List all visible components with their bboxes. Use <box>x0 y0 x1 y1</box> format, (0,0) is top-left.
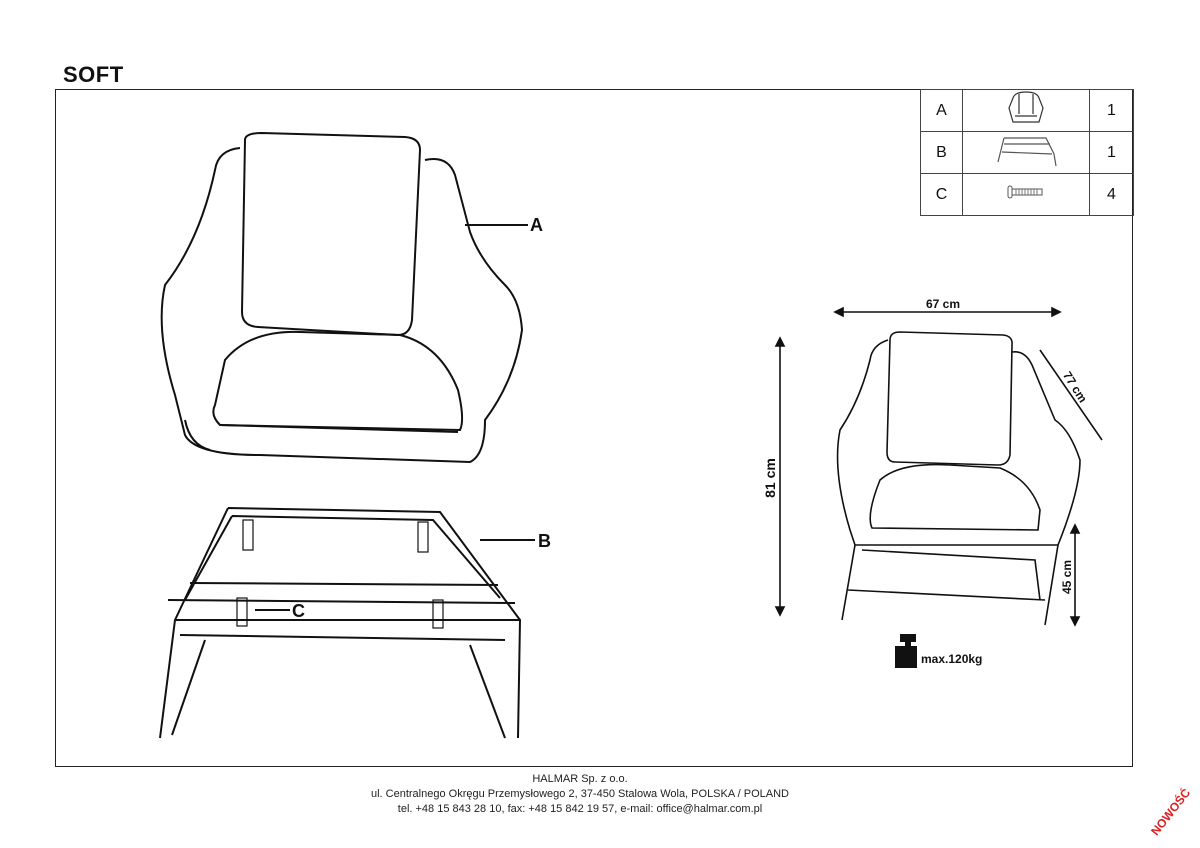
max-load-label: max.120kg <box>921 652 983 666</box>
part-qty: 4 <box>1089 173 1134 216</box>
width-dimension: 67 cm <box>926 297 961 311</box>
armchair-shell-icon <box>962 89 1090 132</box>
label-b: B <box>538 531 551 551</box>
chair-shell-a <box>160 131 528 464</box>
parts-row: C 4 <box>920 173 1134 216</box>
screw-icon <box>962 173 1090 216</box>
label-a: A <box>530 215 543 235</box>
footer-contact: tel. +48 15 843 28 10, fax: +48 15 842 1… <box>397 803 763 815</box>
drawing-frame <box>55 89 1133 767</box>
chair-dimension-view <box>774 306 1103 627</box>
footer-company: HALMAR Sp. z o.o. <box>532 773 628 785</box>
product-title: SOFT <box>63 62 124 87</box>
weight-icon <box>895 634 917 668</box>
height-dimension: 81 cm <box>761 458 778 498</box>
footer-address: ul. Centralnego Okręgu Przemysłowego 2, … <box>370 788 789 800</box>
metal-frame-b <box>159 507 535 739</box>
parts-table: A 1 B 1 C 4 <box>920 89 1134 216</box>
part-letter: C <box>920 173 963 216</box>
seat-height-dimension: 45 cm <box>1060 559 1075 595</box>
label-c: C <box>292 601 305 621</box>
parts-row: B 1 <box>920 131 1134 174</box>
